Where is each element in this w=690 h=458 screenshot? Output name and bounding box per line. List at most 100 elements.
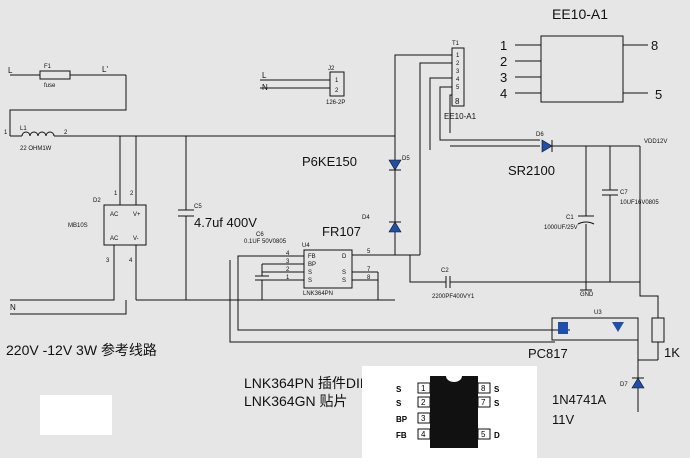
cap-C1-plate2 (577, 221, 595, 225)
package-pin-pad (477, 382, 491, 394)
bridge-pin1: 1 (114, 191, 118, 197)
label-C2: C2 (441, 268, 449, 274)
package-pin-name: D (494, 431, 500, 440)
opto-transistor (558, 322, 568, 334)
package-pin-number: 5 (481, 430, 486, 439)
wire (449, 94, 452, 133)
U4-S3: S (342, 270, 346, 276)
wire (637, 340, 658, 361)
label-T1: T1 (452, 41, 460, 47)
label-D5: D5 (402, 156, 410, 162)
U4-pin7: 7 (367, 267, 371, 273)
ee-pin1: 1 (500, 38, 507, 53)
J2-pin1: 1 (335, 78, 339, 84)
label-D4: D4 (362, 215, 370, 221)
label-MB10S: MB10S (68, 223, 88, 229)
T1-pin5: 5 (456, 85, 460, 91)
label-C1-val: 1000UF/25V (544, 225, 578, 231)
package-notch (446, 376, 462, 382)
wire-feedback2 (229, 260, 555, 343)
ee-title: EE10-A1 (552, 6, 608, 22)
bridge-vminus: V- (133, 236, 139, 242)
T1-pin2: 2 (456, 61, 460, 67)
label-1K: 1K (664, 345, 680, 360)
label-L-out: L' (102, 65, 108, 74)
pkg-line2: LNK364GN 贴片 (244, 393, 347, 409)
diode-D6 (541, 139, 553, 153)
wire (10, 245, 115, 301)
wire (409, 254, 446, 283)
label-SR2100: SR2100 (508, 163, 555, 178)
label-FR107: FR107 (322, 224, 361, 239)
package-pin-name: S (396, 385, 402, 394)
label-C7: C7 (620, 190, 628, 196)
package-pin-number: 2 (421, 398, 426, 407)
T1-pin1: 1 (456, 53, 460, 59)
package-body (430, 376, 478, 448)
bridge-pin2: 2 (130, 191, 134, 197)
bridge-ac1: AC (110, 212, 119, 218)
inductor-L1 (21, 131, 55, 137)
label-J2-L: L (262, 71, 267, 80)
L1-pin1: 1 (4, 130, 8, 136)
wire (10, 300, 127, 315)
label-C1: C1 (566, 215, 574, 221)
package-pin-number: 3 (421, 414, 426, 423)
package-pin-name: S (494, 399, 500, 408)
optocoupler-U3 (551, 317, 639, 341)
label-D2: D2 (93, 198, 101, 204)
diode-D4 (388, 221, 402, 233)
U4-pin2: 2 (286, 267, 290, 273)
U4-S4: S (342, 278, 346, 284)
bridge-pin4: 4 (129, 258, 133, 264)
U4-BP: BP (308, 262, 316, 268)
label-C5: C5 (194, 204, 202, 210)
zener-D7 (631, 377, 645, 389)
label-U4-part: LNK364PN (303, 291, 333, 297)
label-D7: D7 (620, 382, 628, 388)
opto-led (612, 322, 624, 332)
ee-pin4: 4 (500, 86, 507, 101)
bridge-ac2: AC (110, 236, 119, 242)
U4-FB: FB (308, 254, 316, 260)
label-GND: GND (580, 292, 594, 298)
package-pin-name: BP (396, 415, 408, 424)
resistor-1K (651, 317, 665, 343)
label-L1: L1 (20, 126, 27, 132)
note-title: 220V -12V 3W 参考线路 (6, 342, 157, 358)
wire (9, 75, 127, 136)
bridge-D2 (103, 204, 147, 246)
U4-pin3: 3 (286, 259, 290, 265)
U4-pin4: 4 (286, 251, 290, 257)
U4-D: D (342, 254, 347, 260)
label-T1-part: EE10-A1 (444, 112, 477, 121)
ee-pin8: 8 (651, 38, 658, 53)
ic-U4 (303, 249, 353, 289)
package-pin-pad (477, 428, 491, 440)
label-VDD: VDD12V (644, 139, 667, 145)
label-J2: J2 (328, 66, 335, 72)
label-C6-val: 0.1UF 50V0805 (244, 239, 287, 245)
connector-J2 (329, 71, 345, 97)
ee-pin2: 2 (500, 54, 507, 69)
U4-pin8: 8 (367, 275, 371, 281)
package-pin-number: 8 (481, 384, 486, 393)
label-C5-val: 4.7uf 400V (194, 215, 257, 230)
fuse-F1 (39, 70, 71, 80)
wire (429, 77, 452, 150)
package-pin-name: S (494, 385, 500, 394)
U4-S2: S (308, 278, 312, 284)
package-pin-pad (417, 396, 431, 408)
wire (394, 54, 452, 136)
label-PC817: PC817 (528, 346, 568, 361)
package-pin-pad (417, 428, 431, 440)
label-C2-val: 2200PF400VY1 (432, 294, 475, 300)
T1-pin4: 4 (456, 77, 460, 83)
bridge-pin3: 3 (106, 258, 110, 264)
package-pin-pad (417, 412, 431, 424)
wire (439, 86, 540, 141)
